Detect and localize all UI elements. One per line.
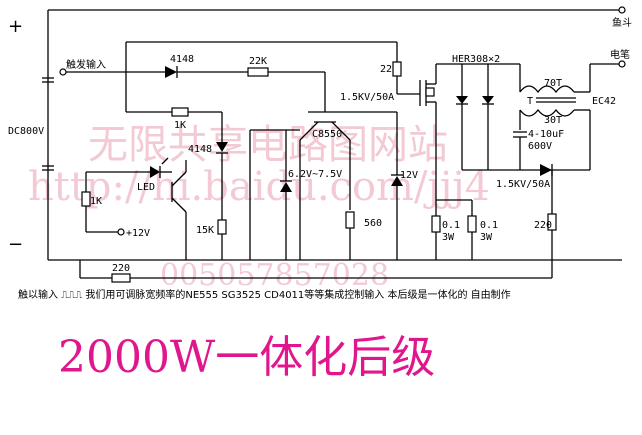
diode-right bbox=[540, 164, 553, 176]
resistor-1k-mid bbox=[171, 107, 189, 117]
ec42-label: EC42 bbox=[592, 96, 616, 107]
zener-6v2-label: 6.2V~7.5V bbox=[288, 169, 342, 180]
footer-note: 触以输入 ⎍⎍⎍ 我们用可调脉宽频率的NE555 SG3525 CD4011等等… bbox=[18, 288, 511, 301]
diode-4148-top bbox=[165, 66, 178, 78]
her308-label: HER308×2 bbox=[452, 54, 500, 65]
zener-12v bbox=[391, 174, 403, 186]
dianbi-label: 电笔 bbox=[610, 48, 630, 61]
resistor-560-label: 560 bbox=[364, 218, 382, 229]
resistor-15k-label: 15K bbox=[196, 225, 214, 236]
transformer bbox=[519, 85, 576, 117]
resistor-15k bbox=[217, 219, 227, 235]
capacitor-voltage-label: 600V bbox=[528, 141, 552, 152]
diode-her308-2 bbox=[482, 96, 494, 105]
resistor-sense-2-watt: 3W bbox=[480, 232, 493, 243]
resistor-22k-label: 22K bbox=[249, 56, 267, 67]
resistor-22 bbox=[392, 61, 402, 77]
diode-4148-mid-label: 4148 bbox=[188, 144, 212, 155]
resistor-220-bottom-label: 220 bbox=[112, 263, 130, 274]
plus12v-label: +12V bbox=[126, 228, 150, 239]
resistor-22k bbox=[247, 67, 269, 77]
transistor-c8550 bbox=[299, 111, 397, 260]
diode-4148-top-label: 4148 bbox=[170, 54, 194, 65]
resistor-sense-1-value: 0.1 bbox=[442, 220, 460, 231]
watermark-line3: 005057857028 bbox=[160, 258, 389, 293]
zener-12v-label: 12V bbox=[400, 170, 418, 181]
dianbi-terminal bbox=[618, 60, 626, 68]
resistor-sense-1-watt: 3W bbox=[442, 232, 455, 243]
transformer-70t-label: 70T bbox=[544, 78, 562, 89]
diode-her308-1 bbox=[456, 96, 468, 105]
yudou-label: 鱼斗 bbox=[612, 16, 632, 29]
capacitor-label: 4-10uF bbox=[528, 129, 564, 140]
resistor-1k-mid-label: 1K bbox=[174, 120, 186, 131]
resistor-1k-left bbox=[81, 191, 91, 207]
dc800-label: DC800V bbox=[8, 126, 44, 137]
transistor-left bbox=[171, 160, 187, 213]
transistor-c8550-label: C8550 bbox=[312, 129, 342, 140]
resistor-560 bbox=[345, 211, 355, 229]
transformer-30t-label: 30T bbox=[544, 115, 562, 126]
resistor-220-bottom bbox=[111, 273, 131, 283]
trigger-input-label: 触发输入 bbox=[66, 58, 106, 71]
watermark-line1: 无限共享电路图网站 bbox=[88, 122, 448, 168]
led-label: LED bbox=[137, 182, 155, 193]
diagram-title: 2000W一体化后级 bbox=[58, 332, 435, 383]
transformer-t-label: T bbox=[527, 96, 533, 107]
yudou-terminal bbox=[618, 6, 626, 14]
minus-sign: − bbox=[8, 234, 23, 255]
resistor-sense-2-value: 0.1 bbox=[480, 220, 498, 231]
diode-right-label: 1.5KV/50A bbox=[496, 179, 550, 190]
mosfet-label: 1.5KV/50A bbox=[340, 92, 394, 103]
input-capacitor bbox=[42, 77, 54, 171]
resistor-220-right-label: 220 bbox=[534, 220, 552, 231]
resistor-sense-1 bbox=[431, 215, 441, 233]
plus-sign: + bbox=[8, 16, 23, 37]
resistor-sense-2 bbox=[467, 215, 477, 233]
capacitor-4-10uf bbox=[513, 131, 527, 138]
plus12v-terminal bbox=[117, 228, 125, 236]
resistor-22-label: 22 bbox=[380, 64, 392, 75]
mosfet bbox=[419, 64, 437, 260]
resistor-1k-left-label: 1K bbox=[90, 196, 102, 207]
